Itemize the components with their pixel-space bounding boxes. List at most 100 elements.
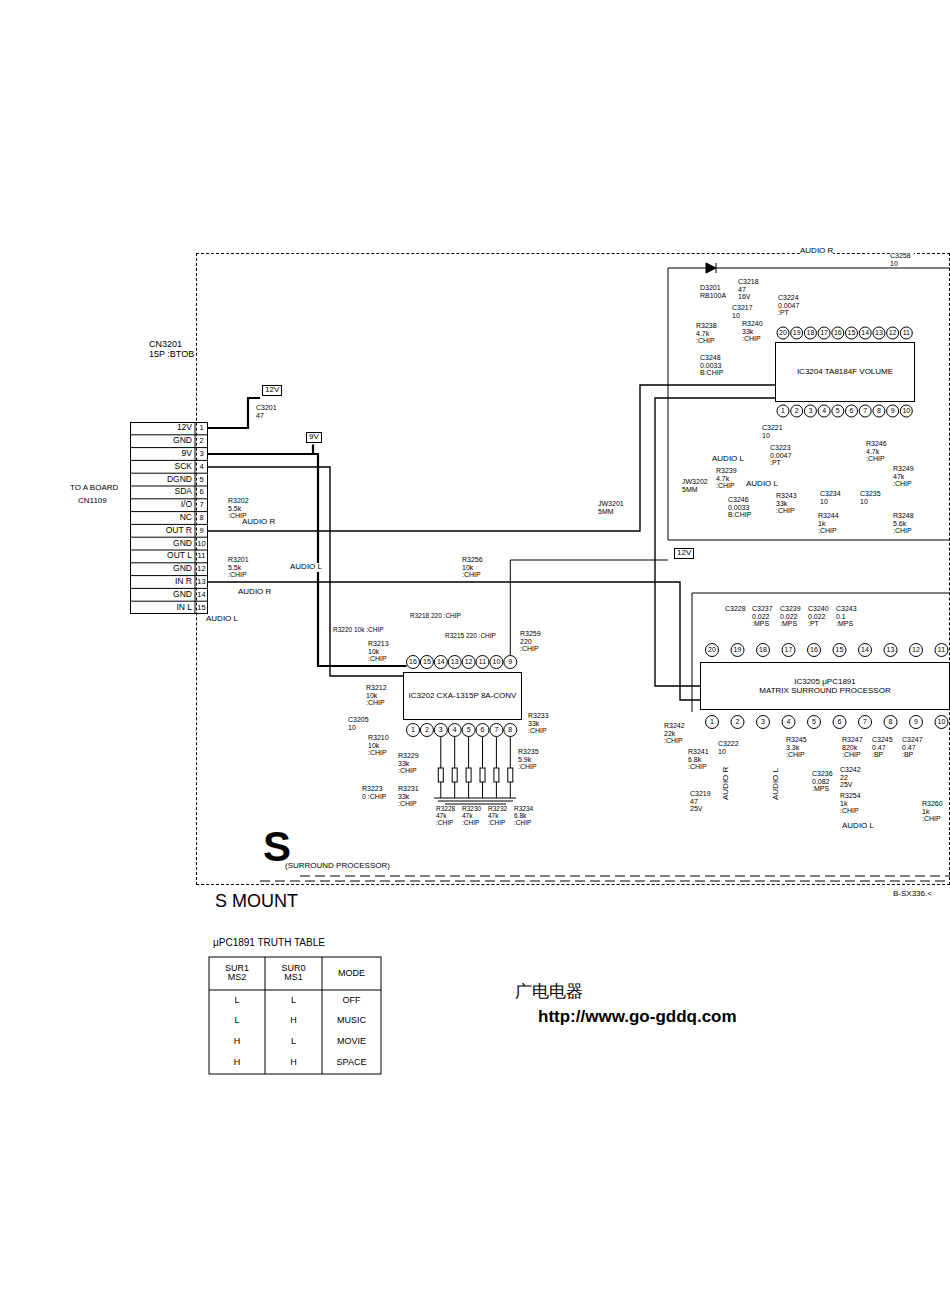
pin-circle: [935, 716, 948, 729]
table-cell: SUR0 MS1: [272, 964, 316, 984]
table-cell: MODE: [338, 969, 365, 979]
pin-circle: [791, 405, 803, 417]
signal-wire: [208, 582, 700, 700]
voltage-tag: 9V: [306, 432, 322, 443]
component-label: R3234 6.8k :CHIP: [514, 805, 539, 826]
pin-number: 4: [199, 463, 203, 471]
component-label: R3212 10k :CHIP: [366, 684, 392, 707]
pin-number: 5: [467, 726, 471, 734]
pin-circle: [887, 327, 899, 339]
pin-circle: [420, 656, 433, 669]
component-label: R3218 220 :CHIP: [410, 612, 461, 619]
pin-number: 6: [481, 726, 485, 734]
component-label: C3201 47: [256, 404, 278, 419]
pin-number: 8: [199, 514, 203, 522]
supply-wire: [208, 398, 407, 666]
component-label: R3245 3.3k :CHIP: [786, 736, 812, 759]
pin-number: 17: [785, 646, 793, 654]
watermark: http://www.go-gddq.com: [538, 1008, 737, 1027]
pin-circle: [777, 405, 789, 417]
pin-number: 7: [494, 726, 498, 734]
pin-number: 15: [848, 329, 856, 337]
pin-number: 1: [411, 726, 415, 734]
pin-number: 10: [492, 658, 500, 666]
signal-name: AUDIO L: [290, 563, 322, 572]
pin-number: 11: [198, 552, 206, 560]
pin-circle: [804, 327, 816, 339]
pin-name: I/O: [181, 501, 192, 510]
pin-name: SDA: [175, 488, 192, 497]
signal-wire: [208, 385, 775, 531]
ic-function: MATRIX SURROUND PROCESSOR: [759, 686, 890, 695]
component-label: C3228: [725, 605, 749, 613]
pin-circle: [757, 644, 770, 657]
truth-table-grid: [209, 957, 381, 1074]
table-cell: H: [290, 1016, 297, 1026]
pin-circle: [448, 724, 461, 737]
ic-name: IC3205 μPC1891: [794, 677, 856, 686]
pin-number: 9: [914, 718, 918, 726]
component-label: R3242 22k :CHIP: [664, 722, 690, 745]
pin-number: 11: [479, 658, 486, 666]
connector-name: CN3201 15P :BTOB: [149, 339, 197, 360]
pin-number: 4: [453, 726, 457, 734]
pin-number: 3: [199, 450, 203, 458]
component-label: R3259 220 :CHIP: [520, 630, 546, 653]
pin-circle: [873, 405, 885, 417]
pin-number: 14: [437, 658, 445, 666]
component-label: JW3202 5MM: [682, 478, 708, 493]
table-cell: L: [234, 1016, 239, 1026]
pin-number: 13: [887, 646, 895, 654]
pin-number: 1: [781, 407, 785, 415]
component-label: R3223 0 :CHIP: [362, 785, 388, 800]
pin-circle: [884, 644, 897, 657]
component-label: C3243 0.1 :MPS: [836, 605, 862, 628]
pin-number: 19: [734, 646, 742, 654]
component-label: R3233 33k :CHIP: [528, 712, 554, 735]
diode-symbol: [706, 263, 716, 273]
pin-number: 17: [820, 329, 828, 337]
signal-wire: [510, 560, 668, 656]
pin-number: 11: [903, 329, 910, 337]
pin-number: 12: [465, 658, 473, 666]
signal-name: AUDIO L: [206, 615, 238, 624]
pin-name: GND: [173, 437, 192, 446]
section-title: S MOUNT: [215, 892, 298, 912]
component-label: R3228 47k :CHIP: [436, 805, 461, 826]
resistor-symbol: [438, 768, 513, 782]
component-label: R3239 4.7k :CHIP: [716, 467, 742, 490]
component-label: C3246 0.0033 B:CHIP: [728, 496, 758, 519]
pin-circle: [859, 327, 871, 339]
pin-number: 1: [710, 718, 714, 726]
pin-circle: [859, 405, 871, 417]
component-label: R3240 33k :CHIP: [742, 320, 768, 343]
table-cell: H: [234, 1058, 241, 1068]
pin-number: 11: [938, 646, 945, 654]
pin-name: GND: [173, 590, 192, 599]
pin-circle: [448, 656, 461, 669]
truth-table-grid: [209, 957, 381, 1074]
pin-name: 12V: [177, 424, 192, 433]
table-title: μPC1891 TRUTH TABLE: [213, 937, 325, 948]
pin-number: 9: [891, 407, 895, 415]
ic-frame: [692, 593, 950, 712]
pin-circle: [884, 716, 897, 729]
pin-number: 15: [423, 658, 431, 666]
pin-circle: [887, 405, 899, 417]
pin-circle: [782, 716, 795, 729]
pin-circle: [462, 656, 475, 669]
signal-name: AUDIO R: [800, 247, 833, 256]
pin-circle: [859, 716, 872, 729]
table-cell: SPACE: [337, 1058, 367, 1068]
component-label: R3230 47k :CHIP: [462, 805, 487, 826]
component-label: R3260 1k :CHIP: [922, 800, 948, 823]
component-label: C3221 10: [762, 424, 784, 439]
component-label: R3215 220 :CHIP: [445, 632, 496, 639]
pin-circle: [407, 724, 420, 737]
pin-number: 5: [199, 475, 203, 483]
pin-number: 6: [199, 488, 203, 496]
component-label: R3241 6.8k :CHIP: [688, 748, 714, 771]
pin-circle: [476, 724, 489, 737]
ic-chip: IC3205 μPC1891MATRIX SURROUND PROCESSOR: [700, 662, 950, 710]
ic-name: IC3202 CXA-1315P 8A-CONV: [409, 691, 517, 700]
